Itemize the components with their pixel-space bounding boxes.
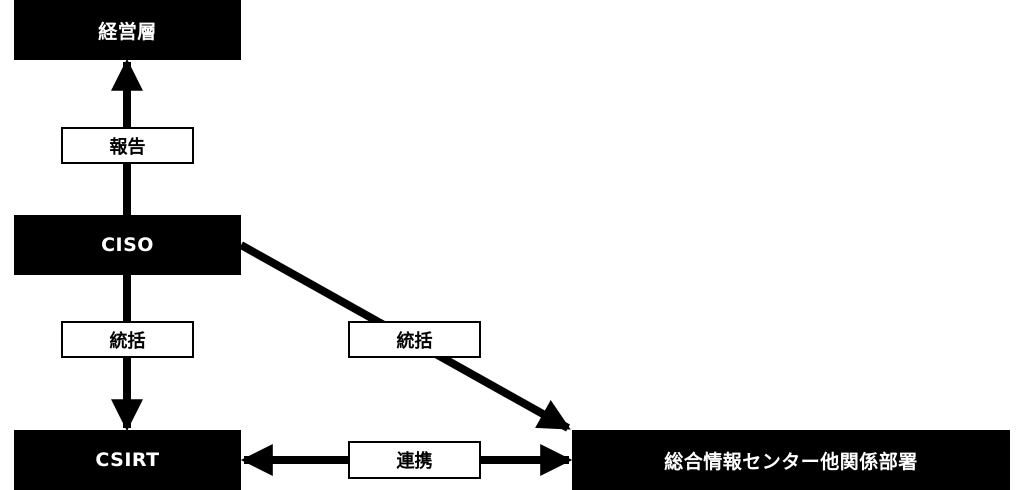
node-ciso: CISO	[14, 215, 241, 275]
node-csirt: CSIRT	[14, 430, 241, 490]
node-management: 経営層	[14, 0, 241, 60]
edge-label-govern-csirt: 統括	[61, 321, 194, 358]
edge-label-govern-center: 統括	[348, 321, 481, 358]
edge-label-report: 報告	[61, 127, 194, 164]
edge-label-cooperation: 連携	[348, 441, 481, 479]
node-center: 総合情報センター他関係部署	[572, 430, 1010, 490]
